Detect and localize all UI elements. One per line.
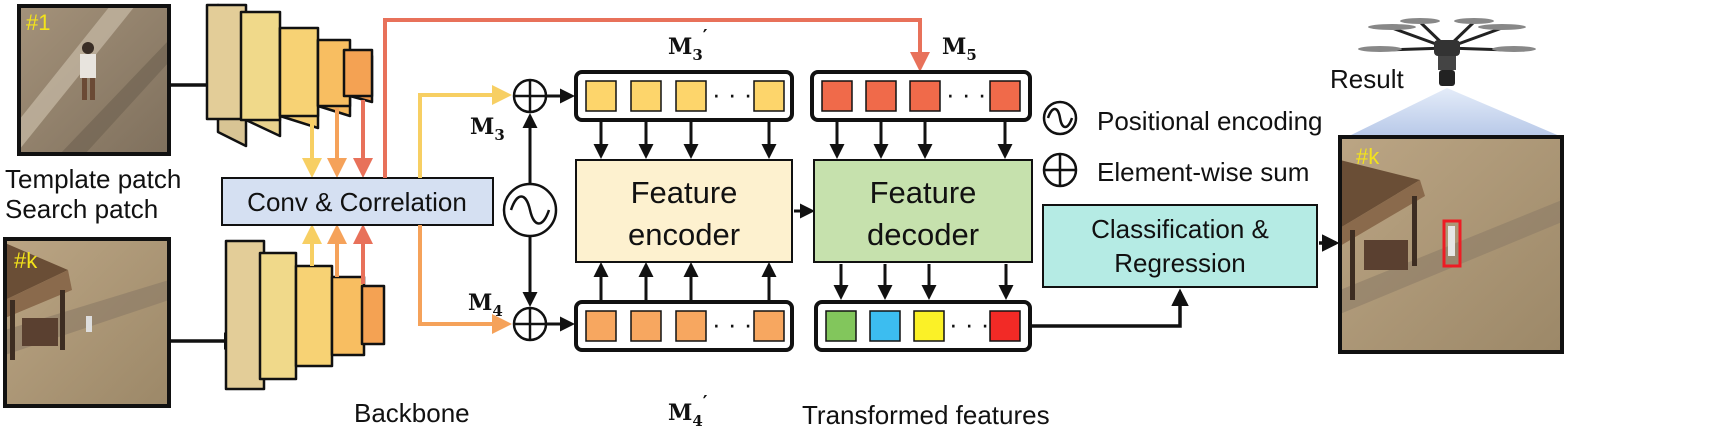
m4-label: M4	[468, 290, 503, 320]
backbone-top-stack	[205, 3, 374, 148]
head-line1: Classification &	[1091, 214, 1269, 244]
feature-encoder-line1: Feature	[631, 175, 738, 210]
head-line2: Regression	[1114, 248, 1246, 278]
search-patch-tag: #k	[14, 248, 38, 273]
legend-sum-icon	[1042, 152, 1078, 188]
legend-sum-label: Element-wise sum	[1097, 157, 1309, 187]
classification-regression-box	[1042, 204, 1318, 288]
m5-token-row	[810, 70, 1032, 122]
m5-ellipsis: · · ·	[946, 79, 986, 109]
drone-icon	[1358, 18, 1536, 86]
search-patch-image: #k	[3, 237, 171, 408]
sum-node-bottom	[512, 306, 548, 342]
transformed-features-label: Transformed features	[802, 400, 1050, 430]
m3-path-arrow	[418, 85, 512, 178]
feature-decoder-line1: Feature	[870, 175, 977, 210]
feature-encoder-line2: encoder	[628, 217, 740, 252]
output-token-2	[869, 310, 901, 342]
m5-to-decoder-arrows	[829, 122, 1013, 159]
result-image: #k	[1338, 135, 1564, 354]
m4-prime-label: M4′	[668, 392, 708, 430]
m4-prime-token-row	[574, 300, 794, 352]
m5-label: M5	[942, 34, 977, 64]
m3-prime-label: M3′	[668, 26, 708, 64]
output-to-head-arrow	[1032, 288, 1189, 328]
m5-path-arrow	[383, 18, 930, 178]
legend-positional-icon	[1042, 100, 1078, 136]
backbone-label: Backbone	[354, 398, 470, 428]
conv-correlation-box	[221, 177, 494, 226]
legend-positional-label: Positional encoding	[1097, 106, 1323, 136]
output-token-1	[825, 310, 857, 342]
m4-path-arrow	[418, 225, 512, 334]
m4-prime-ellipsis: · · ·	[712, 309, 752, 339]
sum-node-top	[512, 78, 548, 114]
transformed-feature-row	[814, 300, 1032, 352]
m3-prime-token-row	[574, 70, 794, 122]
decoder-to-output-arrows	[833, 264, 1014, 300]
feature-decoder-line2: decoder	[867, 217, 979, 252]
output-token-4	[989, 310, 1021, 342]
m4p-to-encoder-arrows	[593, 262, 777, 300]
transformed-ellipsis: · · ·	[949, 309, 989, 339]
template-patch-label: Template patch	[5, 164, 181, 194]
backbone-feature-arrows	[302, 100, 373, 284]
feature-encoder-box	[575, 159, 793, 263]
template-patch-image: #1	[17, 4, 171, 156]
conv-correlation-label: Conv & Correlation	[247, 187, 467, 217]
search-patch-label: Search patch	[5, 194, 158, 224]
backbone-bottom-stack	[224, 239, 386, 391]
m3-label: M3	[470, 114, 505, 144]
m3p-to-encoder-arrows	[593, 122, 777, 159]
tracked-target-bbox	[1442, 219, 1462, 268]
camera-view-beam	[1347, 88, 1562, 137]
m3-prime-ellipsis: · · ·	[712, 79, 752, 109]
output-token-3	[913, 310, 945, 342]
result-tag: #k	[1356, 144, 1380, 169]
result-label: Result	[1330, 64, 1404, 94]
positional-encoding-node	[502, 113, 558, 307]
template-patch-tag: #1	[26, 10, 50, 35]
feature-decoder-box	[813, 159, 1033, 263]
